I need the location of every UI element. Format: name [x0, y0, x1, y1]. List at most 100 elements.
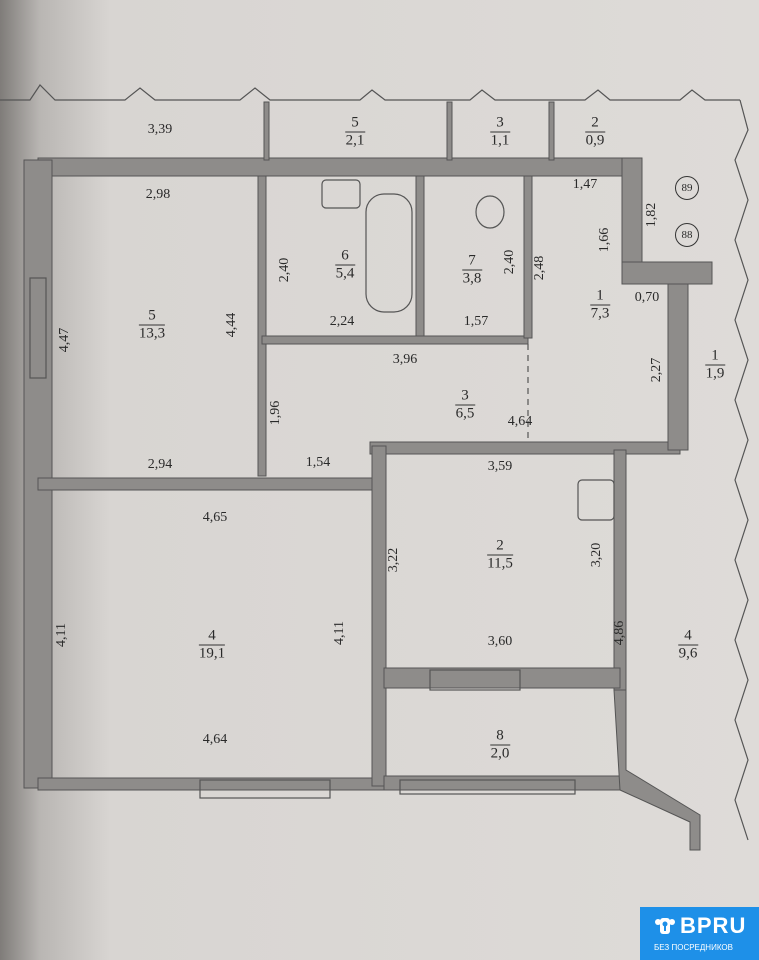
- dimension-label: 3,20: [589, 542, 604, 568]
- wall: [613, 689, 701, 851]
- dimension-label: 4,11: [54, 623, 69, 647]
- dimension-label: 2,98: [145, 187, 171, 202]
- wall: [621, 157, 643, 279]
- wall: [523, 175, 533, 339]
- bathtub: [365, 193, 413, 313]
- sink: [577, 479, 615, 521]
- right-boundary: [734, 99, 749, 841]
- room-area: 0,9: [585, 132, 605, 149]
- window: [29, 277, 47, 379]
- dimension-label: 4,65: [202, 510, 228, 525]
- room-area: 9,6: [678, 645, 698, 662]
- circled-marker: 89: [675, 176, 699, 200]
- dimension-label: 2,40: [502, 249, 517, 275]
- dimension-label: 1,66: [597, 227, 612, 253]
- room-number: 5: [345, 115, 365, 133]
- toilet: [475, 195, 505, 229]
- dimension-label: 4,64: [202, 732, 228, 747]
- room-number: 4: [678, 628, 698, 646]
- dimension-label: 3,96: [392, 352, 418, 367]
- wall: [371, 445, 387, 787]
- room-number: 5: [138, 308, 166, 326]
- room-number: 6: [335, 248, 355, 266]
- dimension-label: 2,48: [532, 255, 547, 281]
- dimension-label: 4,47: [57, 327, 72, 353]
- wall: [667, 283, 689, 451]
- room-number: 1: [590, 288, 610, 306]
- circled-marker: 88: [675, 223, 699, 247]
- window: [429, 669, 521, 691]
- room-number: 3: [490, 115, 510, 133]
- logo-brand: BPRU: [680, 913, 747, 938]
- wall: [263, 101, 270, 161]
- wall: [415, 175, 425, 339]
- room-number: 1: [705, 348, 725, 366]
- dimension-label: 4,44: [224, 312, 239, 338]
- room-number: 2: [487, 538, 513, 556]
- room-area: 13,3: [138, 325, 166, 342]
- dimension-label: 1,54: [305, 455, 331, 470]
- dimension-label: 2,24: [329, 314, 355, 329]
- wall: [261, 335, 529, 345]
- room-area: 2,1: [345, 132, 365, 149]
- logo-tagline: БЕЗ ПОСРЕДНИКОВ: [654, 943, 733, 952]
- dimension-label: 1,96: [268, 400, 283, 426]
- dimension-label: 1,57: [463, 314, 489, 329]
- wall: [613, 449, 627, 691]
- dimension-label: 1,47: [572, 177, 598, 192]
- dimension-label: 0,70: [634, 290, 660, 305]
- room-area: 11,5: [487, 555, 513, 572]
- dimension-label: 1,82: [644, 202, 659, 228]
- bpru-logo[interactable]: BPRU БЕЗ ПОСРЕДНИКОВ: [640, 907, 759, 960]
- dimension-label: 3,22: [386, 547, 401, 573]
- room-area: 6,5: [455, 405, 475, 422]
- dimension-label: 3,60: [487, 634, 513, 649]
- dimension-label: 2,27: [649, 357, 664, 383]
- wall: [23, 159, 53, 789]
- wall: [37, 157, 639, 177]
- sink: [321, 179, 361, 209]
- room-area: 19,1: [198, 645, 226, 662]
- dimension-label: 2,94: [147, 457, 173, 472]
- room-number: 2: [585, 115, 605, 133]
- window: [199, 779, 331, 799]
- wall: [369, 441, 681, 455]
- wall: [548, 101, 555, 161]
- people-key-icon: [655, 918, 675, 934]
- room-area: 1,1: [490, 132, 510, 149]
- room-number: 4: [198, 628, 226, 646]
- wall: [383, 667, 621, 689]
- room-area: 7,3: [590, 305, 610, 322]
- wall: [383, 775, 625, 791]
- room-area: 3,8: [462, 270, 482, 287]
- room-area: 5,4: [335, 265, 355, 282]
- wall: [621, 261, 713, 285]
- dimension-label: 4,11: [332, 621, 347, 645]
- wall: [257, 175, 267, 477]
- balcony-rail: [0, 84, 740, 101]
- window: [399, 779, 576, 795]
- room-area: 2,0: [490, 745, 510, 762]
- dimension-label: 2,40: [277, 257, 292, 283]
- wall: [446, 101, 453, 161]
- dimension-label: 3,59: [487, 459, 513, 474]
- wall: [37, 477, 379, 491]
- room-area: 1,9: [705, 365, 725, 382]
- room-number: 8: [490, 728, 510, 746]
- room-number: 7: [462, 253, 482, 271]
- dimension-label: 3,39: [147, 122, 173, 137]
